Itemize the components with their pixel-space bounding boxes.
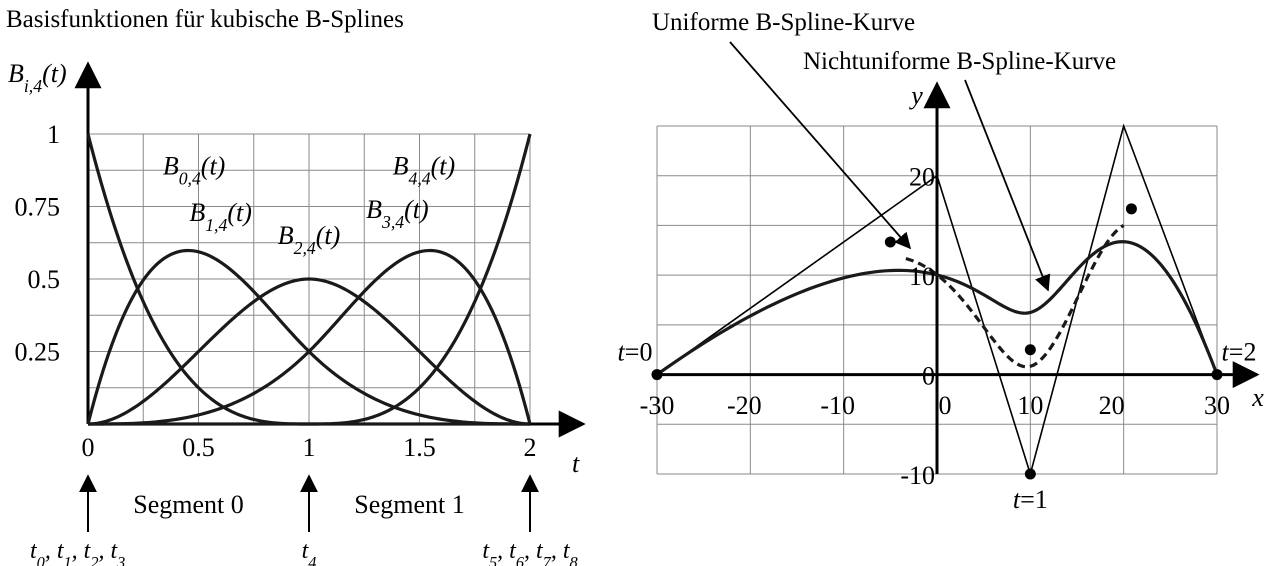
- basis-curve-3: [88, 248, 532, 426]
- left-annotations: Segment 0 Segment 1 t0, t1, t2, t3 t4 t5, t6…: [30, 474, 578, 566]
- right-y-tick-label: 0: [922, 362, 935, 391]
- left-y-tick-label: 0.5: [28, 265, 61, 294]
- arrow-label-0: Uniforme B-Spline-Kurve: [652, 9, 915, 36]
- nonuniform-bspline-curve: [656, 240, 1219, 376]
- knot-label-0: t0, t1, t2, t3: [30, 538, 125, 566]
- curve-point-4: [1024, 344, 1036, 356]
- right-points: t=0 t=1 t=2: [618, 203, 1257, 514]
- left-curves: [86, 133, 532, 426]
- point-label-0: t=0: [618, 338, 653, 367]
- curve-point-3: [884, 236, 896, 248]
- left-y-tick-label: 0.75: [15, 193, 61, 222]
- right-y-tick-label: 20: [909, 163, 935, 192]
- right-y-axis-label: y: [908, 81, 923, 110]
- knot-label-2: t5, t6, t7, t8: [482, 538, 577, 566]
- left-y-tick-label: 1: [47, 120, 60, 149]
- right-x-axis-label: x: [1251, 383, 1264, 412]
- left-series-labels: B0,4(t) B1,4(t) B2,4(t) B3,4(t) B4,4(t): [163, 152, 455, 259]
- basis-label-3: B3,4(t): [366, 195, 429, 232]
- basis-label-2: B2,4(t): [278, 221, 341, 258]
- left-tick-labels: 0 0.5 1 1.5 2 1 0.75 0.5 0.25: [15, 120, 537, 462]
- curve-point-1: [1024, 468, 1036, 480]
- right-tick-labels: -30 -20 -10 0 10 20 30 20 10 0 -10: [640, 163, 1230, 490]
- point-label-1: t=1: [1013, 485, 1048, 514]
- annotation-arrow-1: [964, 79, 1051, 292]
- right-x-tick-label: 0: [939, 391, 952, 420]
- right-curves: [656, 224, 1219, 376]
- right-axes: yx: [657, 81, 1264, 474]
- right-y-tick-label: -10: [900, 461, 935, 490]
- knot-label-1: t4: [302, 538, 317, 566]
- right-x-tick-label: 10: [1017, 391, 1043, 420]
- right-x-tick-label: 20: [1099, 391, 1125, 420]
- basis-label-4: B4,4(t): [393, 152, 456, 189]
- basis-label-0: B0,4(t): [163, 152, 226, 189]
- right-x-tick-label: -20: [727, 391, 762, 420]
- uniform-bspline-curve: [905, 224, 1125, 369]
- curve-point-0: [651, 369, 663, 381]
- left-x-tick-label: 1.5: [403, 433, 436, 462]
- annotation-arrow-0: [729, 41, 912, 250]
- left-y-tick-label: 0.25: [15, 338, 61, 367]
- left-y-axis-label: Bi,4(t): [8, 59, 67, 96]
- left-x-tick-label: 1: [303, 433, 316, 462]
- basis-label-1: B1,4(t): [189, 198, 252, 235]
- segment-label-0: Segment 0: [133, 490, 244, 519]
- left-chart-title: Basisfunktionen für kubische B-Splines: [6, 6, 404, 33]
- basis-curve-4: [88, 133, 532, 426]
- curve-point-5: [1125, 203, 1137, 215]
- right-x-tick-label: -30: [640, 391, 675, 420]
- left-x-axis-label: t: [572, 449, 580, 478]
- right-x-tick-label: -10: [820, 391, 855, 420]
- point-label-2: t=2: [1222, 338, 1257, 367]
- arrow-label-1: Nichtuniforme B-Spline-Kurve: [803, 48, 1116, 75]
- basis-curve-2: [87, 277, 531, 426]
- left-x-tick-label: 0.5: [182, 433, 215, 462]
- right-y-tick-label: 10: [909, 262, 935, 291]
- left-x-tick-label: 2: [524, 433, 537, 462]
- curve-point-2: [1211, 369, 1223, 381]
- basis-functions-chart: Basisfunktionen für kubische B-Splines B…: [6, 6, 586, 566]
- left-x-tick-label: 0: [82, 433, 95, 462]
- segment-label-1: Segment 1: [354, 490, 465, 519]
- right-x-tick-label: 30: [1204, 391, 1230, 420]
